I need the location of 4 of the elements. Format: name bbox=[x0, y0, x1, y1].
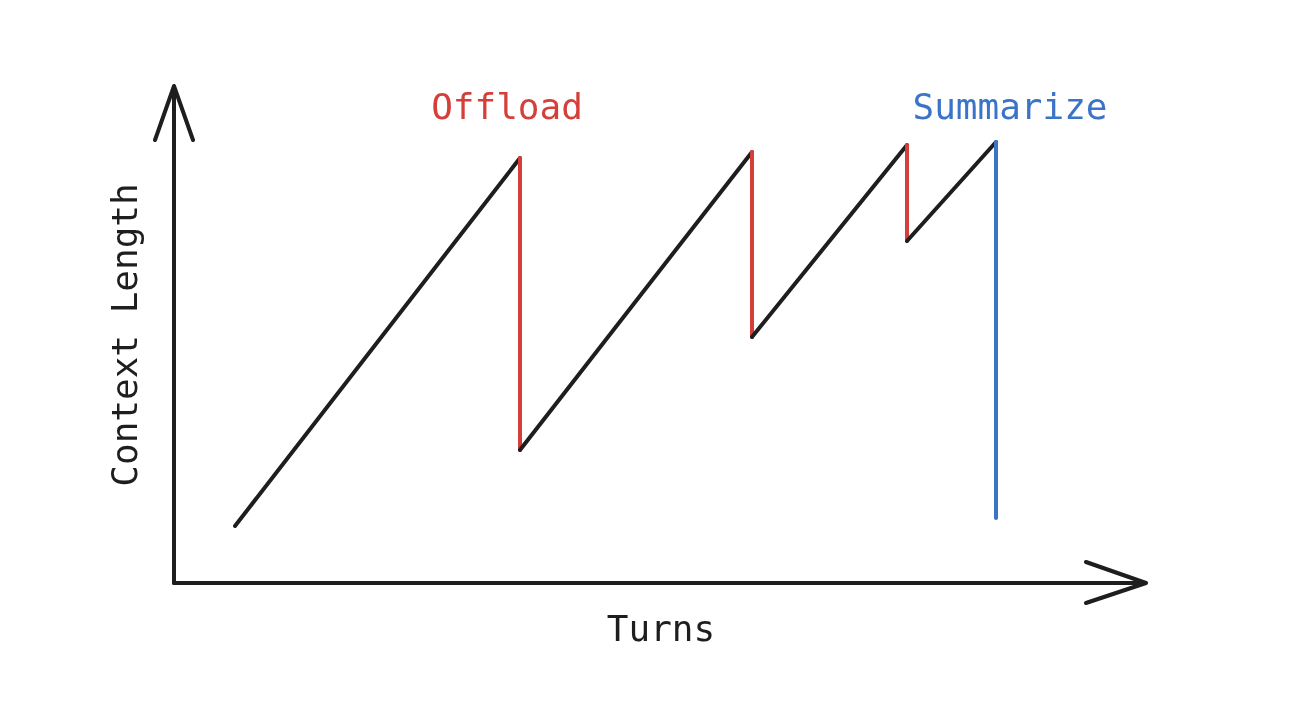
axis-title: Context Length bbox=[107, 183, 143, 487]
legend-label: Summarize bbox=[912, 89, 1108, 125]
axis-title: Turns bbox=[606, 611, 716, 647]
legend-label: Offload bbox=[431, 89, 583, 125]
